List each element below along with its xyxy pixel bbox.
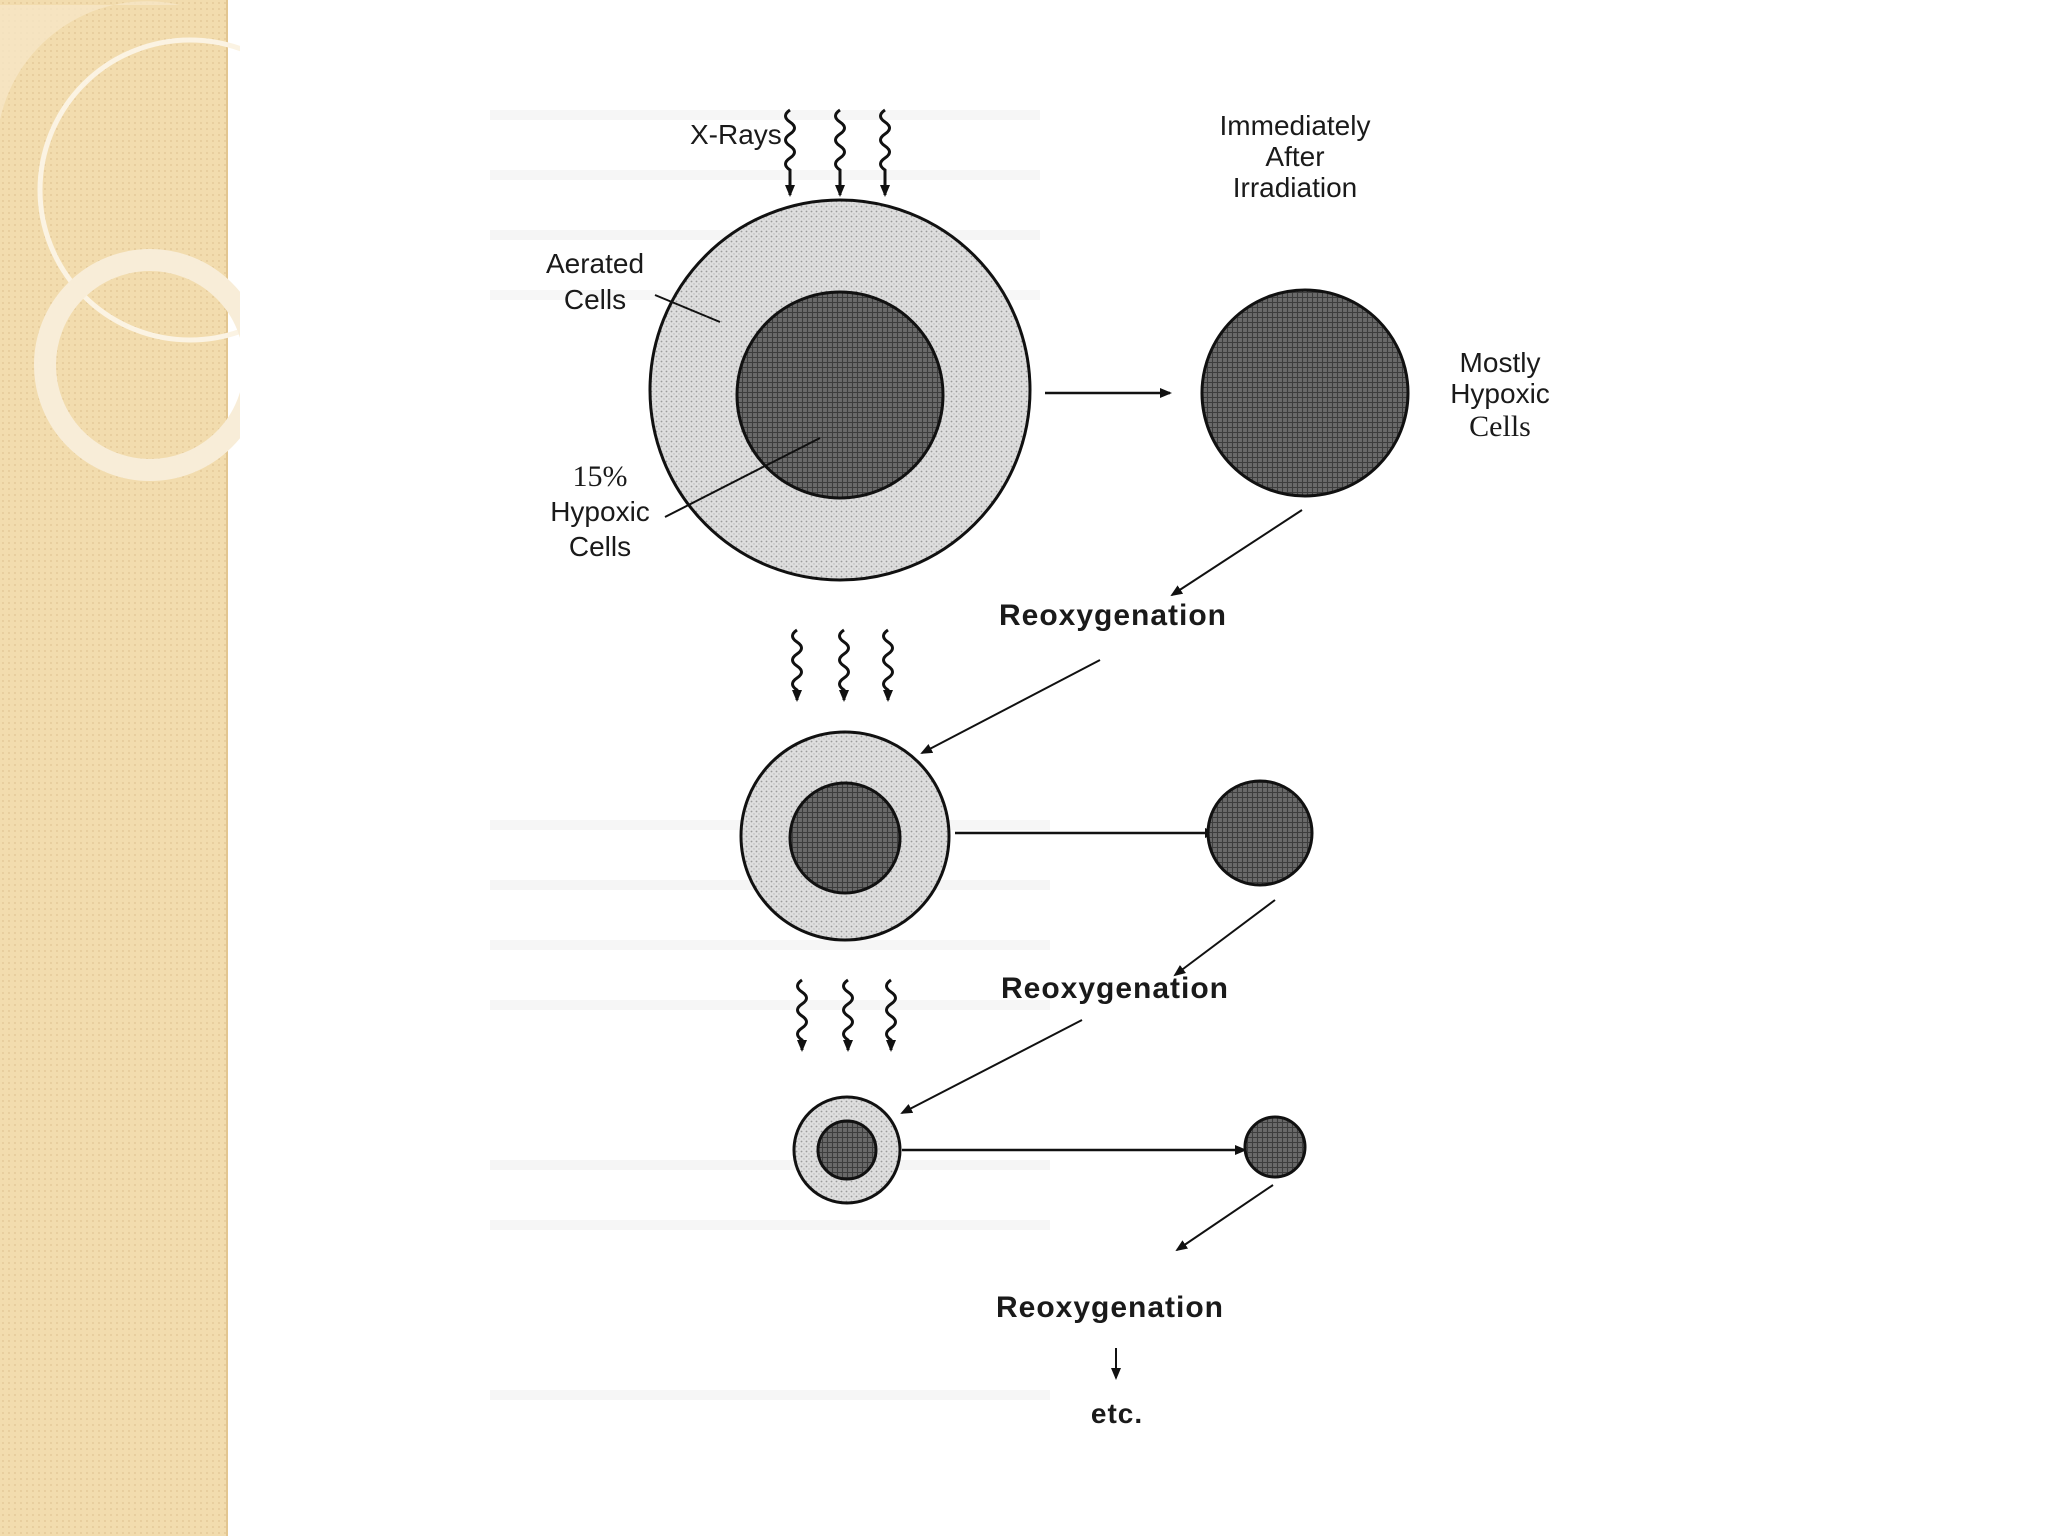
- arrow-to-tumor-3: [902, 1020, 1082, 1113]
- tumor-2-hypoxic-core: [790, 783, 900, 893]
- xray-waves-2: [793, 630, 893, 700]
- reoxygenation-diagram: X-Rays Immediately After Irradiation Aer…: [460, 60, 1700, 1480]
- tumor-3-hypoxic-core: [818, 1121, 876, 1179]
- large-tumor-hypoxic-core: [737, 292, 943, 498]
- reoxygenation-label-2: Reoxygenation: [1001, 972, 1229, 1005]
- reoxygenation-label-3: Reoxygenation: [996, 1291, 1224, 1324]
- irradiation-label: Irradiation: [1233, 172, 1358, 203]
- mostly-label: Mostly: [1460, 347, 1541, 378]
- arrow-to-reox-1: [1172, 510, 1302, 595]
- arrow-to-reox-2: [1175, 900, 1275, 975]
- xray-waves-1: [786, 110, 890, 195]
- reoxygenation-label-1: Reoxygenation: [999, 599, 1227, 632]
- after-label: After: [1265, 141, 1324, 172]
- tumor-2-hypoxic-remaining: [1208, 781, 1312, 885]
- tumor-3-hypoxic-remaining: [1245, 1117, 1305, 1177]
- xrays-label: X-Rays: [690, 119, 782, 150]
- mostly-hypoxic-tumor: [1202, 290, 1408, 496]
- pct-label: 15%: [573, 460, 628, 493]
- arrow-to-tumor-2: [922, 660, 1100, 753]
- aerated-cells-label: Cells: [564, 284, 626, 315]
- immediately-label: Immediately: [1220, 110, 1371, 141]
- corner-highlight: [0, 1, 180, 120]
- aerated-label: Aerated: [546, 248, 644, 279]
- etc-label: etc.: [1091, 1398, 1143, 1429]
- hypoxic-label: Hypoxic: [550, 496, 650, 527]
- small-ring: [45, 260, 240, 470]
- xray-waves-3: [798, 980, 896, 1050]
- hypoxic-cells-label: Cells: [569, 531, 631, 562]
- arrow-to-reox-3: [1177, 1185, 1273, 1250]
- mostly-hypoxic-label: Hypoxic: [1450, 378, 1550, 409]
- decorative-rings: [0, 0, 240, 520]
- mostly-cells-label: Cells: [1469, 410, 1531, 443]
